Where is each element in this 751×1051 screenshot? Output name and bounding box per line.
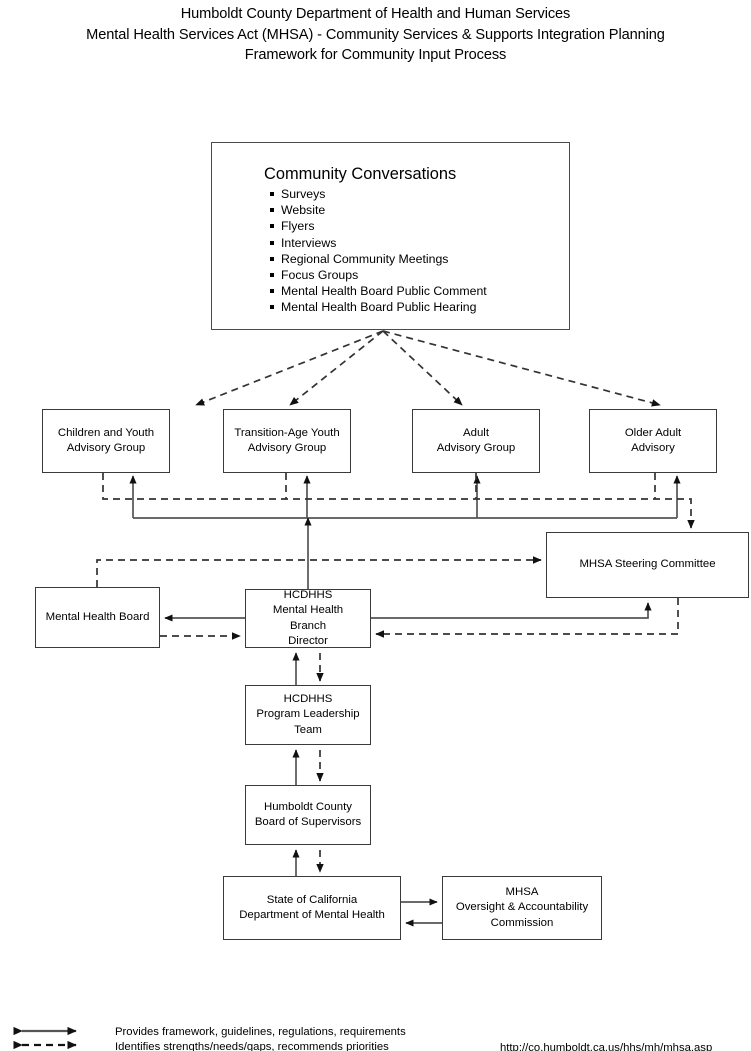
node-adult-advisory-group: Adult Advisory Group <box>412 409 540 473</box>
node-label: MHSA Steering Committee <box>579 558 716 571</box>
steering-to-director <box>375 598 679 638</box>
list-item: Flyers <box>270 218 569 234</box>
node-label: HCDHHS Program Leadership Team <box>256 693 360 736</box>
list-item: Website <box>270 202 569 218</box>
cc-to-transition <box>289 330 384 406</box>
node-mhsa-oversight-accountability-commission: MHSA Oversight & Accountability Commissi… <box>442 876 602 940</box>
node-transition-age-youth-advisory-group: Transition-Age Youth Advisory Group <box>223 409 351 473</box>
node-label: Adult Advisory Group <box>436 426 516 454</box>
list-item: Surveys <box>270 186 569 202</box>
legend-dashed-label: Identifies strengths/needs/gaps, recomme… <box>115 1041 389 1051</box>
node-label: Children and Youth Advisory Group <box>57 426 155 454</box>
title-line-3: Framework for Community Input Process <box>244 47 507 63</box>
node-hcdhhs-program-leadership-team: HCDHHS Program Leadership Team <box>245 685 371 745</box>
node-label: State of California Department of Mental… <box>239 893 385 921</box>
children-to-steering <box>102 473 695 529</box>
legend-solid-label: Provides framework, guidelines, regulati… <box>115 1026 406 1038</box>
community-conversations-list: Surveys Website Flyers Interviews Region… <box>212 186 569 316</box>
community-conversations-heading: Community Conversations <box>264 165 457 183</box>
cc-to-adult <box>382 330 463 406</box>
node-label: Mental Health Board <box>45 610 150 623</box>
legend-url: http://co.humboldt.ca.us/hhs/mh/mhsa.asp <box>500 1042 713 1051</box>
list-item: Interviews <box>270 235 569 251</box>
list-item: Mental Health Board Public Hearing <box>270 299 569 315</box>
node-label: Older Adult Advisory <box>624 426 682 454</box>
node-older-adult-advisory: Older Adult Advisory <box>589 409 717 473</box>
cc-to-children <box>195 330 384 406</box>
legend: Provides framework, guidelines, regulati… <box>0 1012 751 1051</box>
node-label: MHSA Oversight & Accountability Commissi… <box>455 886 589 929</box>
title-line-2: Mental Health Services Act (MHSA) - Comm… <box>86 26 665 43</box>
dashed-connectors <box>96 330 695 873</box>
node-label: Transition-Age Youth Advisory Group <box>234 426 340 454</box>
node-hcdhhs-mental-health-branch-director: HCDHHS Mental Health Branch Director <box>245 589 371 648</box>
title-line-1: Humboldt County Department of Health and… <box>180 6 571 22</box>
node-state-of-california-dmh: State of California Department of Mental… <box>223 876 401 940</box>
legend-arrows <box>13 1026 77 1050</box>
node-mhsa-steering-committee: MHSA Steering Committee <box>546 532 749 598</box>
page-title: Humboldt County Department of Health and… <box>0 4 751 66</box>
director-to-steering <box>371 602 652 619</box>
cc-to-older-adult <box>382 330 661 407</box>
node-children-youth-advisory-group: Children and Youth Advisory Group <box>42 409 170 473</box>
node-mental-health-board: Mental Health Board <box>35 587 160 648</box>
list-item: Focus Groups <box>270 267 569 283</box>
node-label: Humboldt County Board of Supervisors <box>254 800 362 828</box>
node-humboldt-county-board-of-supervisors: Humboldt County Board of Supervisors <box>245 785 371 845</box>
mhb-to-steering <box>96 556 542 587</box>
node-label: HCDHHS Mental Health Branch Director <box>272 589 344 647</box>
list-item: Mental Health Board Public Comment <box>270 283 569 299</box>
list-item: Regional Community Meetings <box>270 251 569 267</box>
community-conversations-panel: Community Conversations Surveys Website … <box>211 142 570 330</box>
